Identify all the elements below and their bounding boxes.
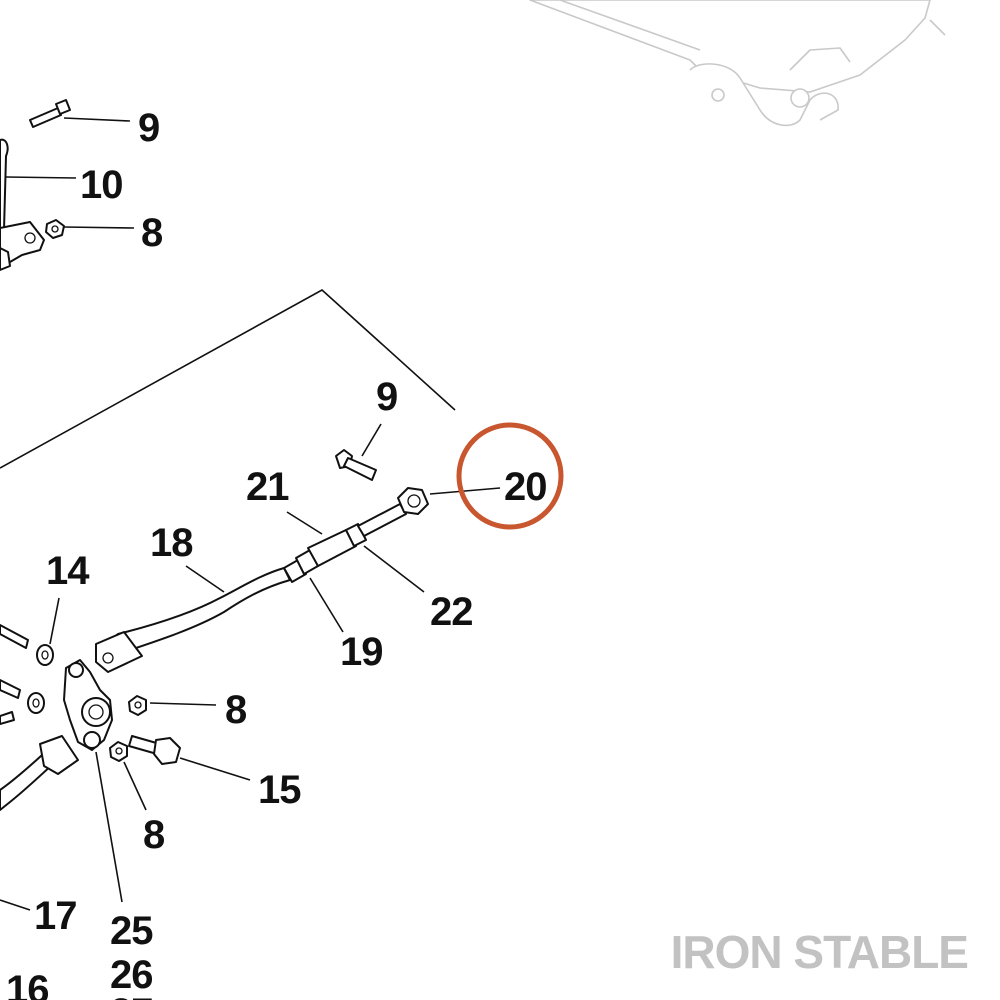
callout-9-mid: 9	[376, 375, 397, 419]
callout-19: 19	[340, 630, 383, 674]
rod-18	[95, 567, 291, 673]
shock-10	[0, 138, 45, 271]
callout-18: 18	[150, 521, 193, 565]
callout-labels: 9 10 8 9 20 21 18 22 14 19 8 15 8 17 25 …	[6, 106, 548, 1000]
knuckle-hardware	[0, 624, 181, 811]
callout-25: 25	[110, 909, 153, 953]
nut-8-upper	[45, 219, 65, 239]
callout-20: 20	[504, 465, 547, 509]
callout-10: 10	[80, 163, 123, 207]
callout-17: 17	[34, 894, 77, 938]
callout-26: 26	[110, 953, 153, 997]
watermark-text: IRON STABLE	[671, 926, 968, 978]
callout-8-upper: 8	[141, 211, 163, 255]
bolt-9-mid	[335, 449, 377, 481]
callout-27: 27	[110, 991, 153, 1000]
rod-end-20	[397, 487, 429, 515]
bolt-15	[128, 735, 181, 765]
nut-8-low	[109, 741, 128, 762]
callout-8-mid: 8	[225, 688, 247, 732]
callout-21: 21	[246, 465, 289, 509]
callout-14: 14	[46, 549, 90, 593]
callout-15: 15	[258, 768, 301, 812]
upper-left-hardware	[0, 99, 71, 271]
nut-8-mid	[128, 695, 147, 716]
bolt-9-upper	[29, 99, 71, 128]
washer-14	[36, 644, 54, 666]
lower-arm-17	[0, 735, 79, 811]
carrier-25	[63, 659, 113, 751]
highlight-circle-20	[456, 422, 564, 530]
ghost-control-arm	[529, 0, 946, 127]
adjuster-19-21-22	[283, 503, 407, 583]
toe-link-assembly	[95, 449, 429, 673]
leader-lines	[0, 117, 501, 911]
callout-9-upper: 9	[138, 106, 159, 150]
callout-16: 16	[6, 968, 49, 1000]
callout-8-low: 8	[143, 813, 165, 857]
callout-22: 22	[430, 590, 473, 634]
assembly-bracket	[0, 289, 456, 469]
